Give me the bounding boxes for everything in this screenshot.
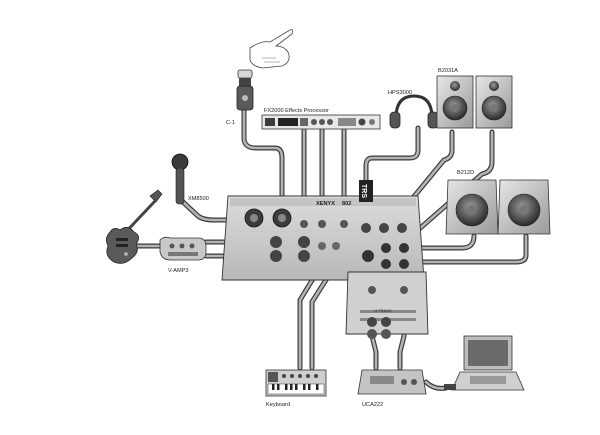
label-keyboard: Keyboard bbox=[266, 402, 290, 408]
usb-interface bbox=[357, 369, 427, 395]
label-effects-processor: FX2000 Effects Processor bbox=[264, 108, 329, 114]
interface-rca-jacks bbox=[367, 317, 391, 339]
mixer bbox=[221, 195, 429, 335]
label-mixer-model: 802 bbox=[342, 201, 351, 207]
label-interface-tag: U-TRACK bbox=[374, 308, 392, 313]
guitar-amp-modeler bbox=[159, 236, 207, 261]
keyboard bbox=[265, 369, 327, 397]
cable-monitor-right-core bbox=[376, 130, 494, 267]
cable-monitor-left-core bbox=[364, 130, 454, 257]
trs-plug bbox=[359, 180, 373, 202]
pa-speaker-left bbox=[445, 179, 499, 235]
label-headphone-plug: TRS bbox=[360, 184, 367, 198]
studio-monitor-right bbox=[475, 75, 513, 129]
hand-illustration bbox=[249, 29, 294, 69]
label-studio-monitors: B2031A bbox=[438, 68, 458, 74]
studio-monitor-left bbox=[436, 75, 474, 129]
effects-processor bbox=[261, 114, 381, 130]
pa-speaker-right bbox=[497, 179, 551, 235]
cable-xm8500-to-mixer-core bbox=[181, 200, 246, 222]
cable-c1-to-mixer-core bbox=[242, 106, 284, 207]
label-condenser-mic: C-1 bbox=[226, 120, 235, 126]
electric-guitar bbox=[106, 189, 163, 264]
label-vocal-mic: XM8500 bbox=[188, 196, 209, 202]
cable-pa-left-core bbox=[398, 234, 476, 250]
laptop bbox=[451, 335, 525, 391]
label-pa-speakers: B212D bbox=[457, 170, 474, 176]
cable-headphones-to-mixer-core bbox=[364, 126, 420, 227]
condenser-mic bbox=[236, 69, 254, 111]
headphones bbox=[389, 94, 439, 129]
label-usb-interface: UCA222 bbox=[362, 402, 383, 408]
vocal-mic bbox=[171, 153, 189, 205]
usb-plug bbox=[444, 384, 456, 390]
label-guitar-amp-modeler: V-AMP3 bbox=[168, 268, 189, 274]
label-mixer-brand: XENYX bbox=[316, 201, 335, 207]
cable-pa-right-core bbox=[398, 234, 528, 264]
label-headphones: HPS3000 bbox=[388, 90, 412, 96]
